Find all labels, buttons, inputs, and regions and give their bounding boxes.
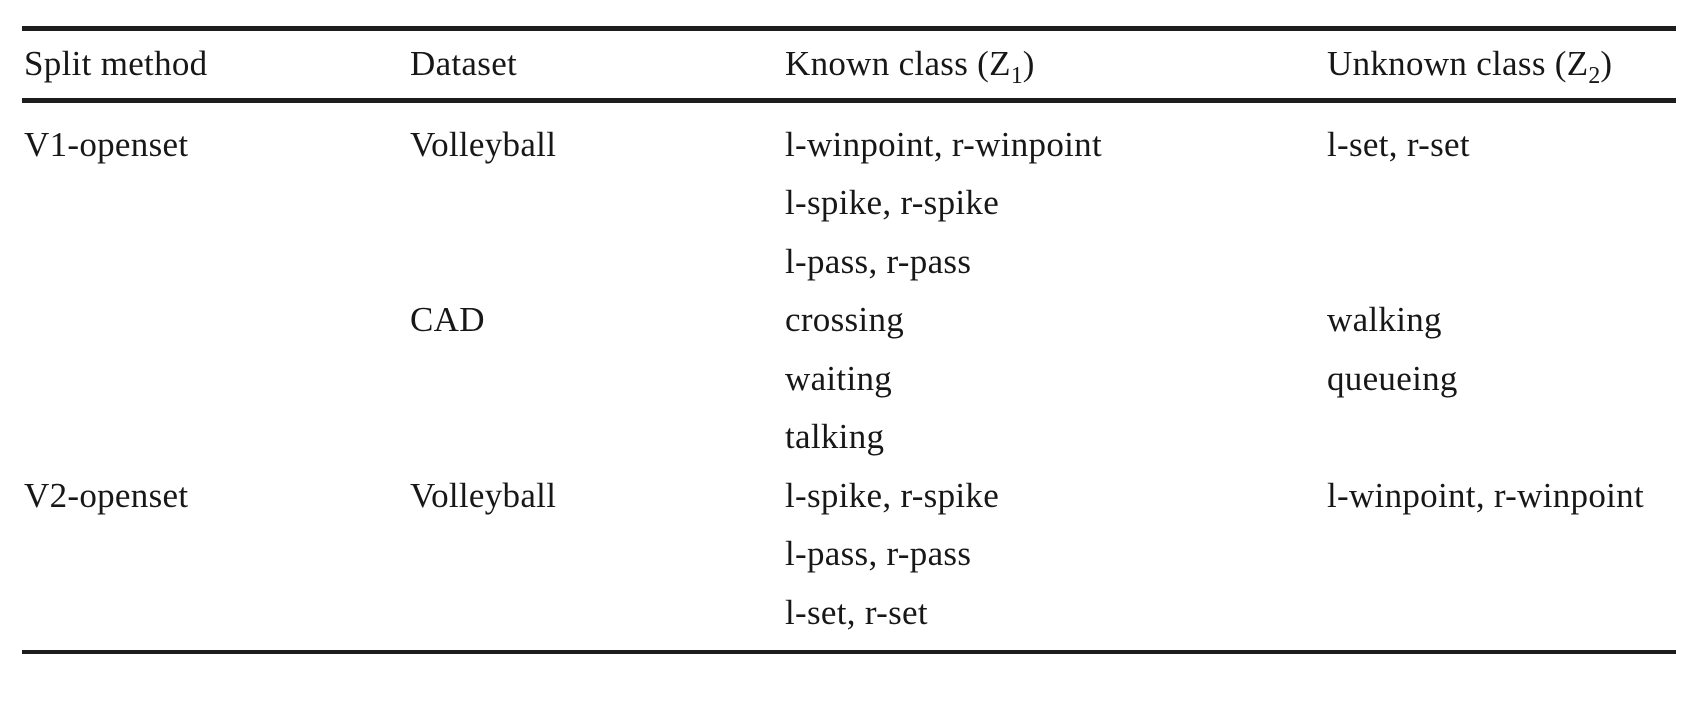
unknown-class-label-text: Unknown class (Z xyxy=(1327,44,1589,83)
cell-dataset-volleyball-v2: Volleyball xyxy=(410,476,557,515)
cell-known-class-line: talking xyxy=(785,417,885,456)
cell-unknown-class-line: l-winpoint, r-winpoint xyxy=(1327,476,1644,515)
cell-known-class-line: l-winpoint, r-winpoint xyxy=(785,125,1102,164)
cell-known-class-line: l-set, r-set xyxy=(785,593,928,632)
cell-unknown-class-line: queueing xyxy=(1327,359,1458,398)
table-top-rule xyxy=(22,26,1676,31)
cell-dataset-volleyball-v1: Volleyball xyxy=(410,125,557,164)
cell-unknown-class-line: l-set, r-set xyxy=(1327,125,1470,164)
column-header-split-method: Split method xyxy=(24,44,208,83)
cell-split-method-v1: V1-openset xyxy=(24,125,189,164)
column-header-dataset: Dataset xyxy=(410,44,518,83)
known-class-label-close: ) xyxy=(1022,44,1035,83)
cell-known-class-line: l-spike, r-spike xyxy=(785,183,1000,222)
column-header-known-class: Known class (Z1) xyxy=(785,44,1035,88)
table-header-rule xyxy=(22,98,1676,103)
cell-unknown-class-line: walking xyxy=(1327,300,1442,339)
cell-dataset-cad: CAD xyxy=(410,300,485,339)
unknown-class-subscript: 2 xyxy=(1588,63,1601,89)
known-class-subscript: 1 xyxy=(1010,63,1023,89)
cell-known-class-line: waiting xyxy=(785,359,893,398)
cell-known-class-line: l-pass, r-pass xyxy=(785,242,972,281)
cell-known-class-line: l-spike, r-spike xyxy=(785,476,1000,515)
table-bottom-rule xyxy=(22,650,1676,654)
cell-known-class-line: crossing xyxy=(785,300,905,339)
column-header-unknown-class: Unknown class (Z2) xyxy=(1327,44,1613,88)
cell-known-class-line: l-pass, r-pass xyxy=(785,534,972,573)
unknown-class-label-close: ) xyxy=(1600,44,1613,83)
cell-split-method-v2: V2-openset xyxy=(24,476,189,515)
known-class-label-text: Known class (Z xyxy=(785,44,1011,83)
